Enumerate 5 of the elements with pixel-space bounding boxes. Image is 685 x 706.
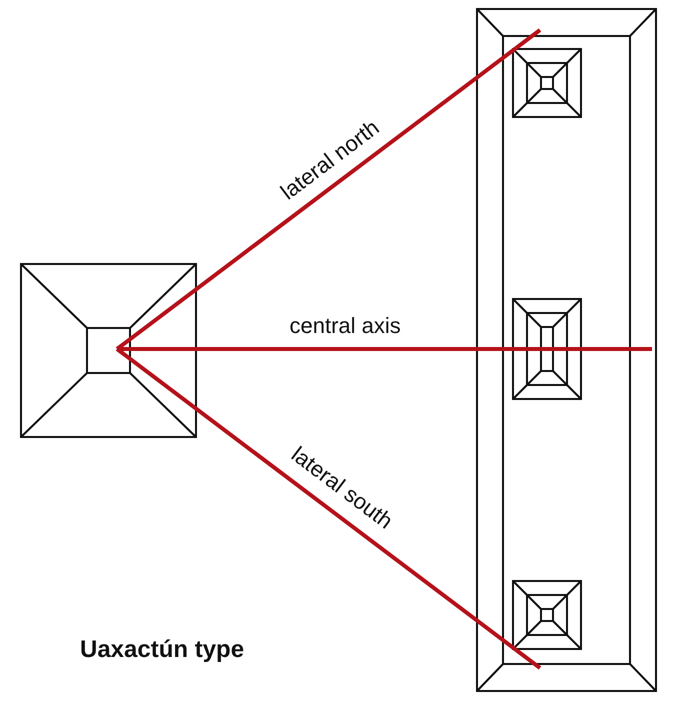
edge-label: central axis	[290, 313, 401, 339]
sight-line	[116, 347, 518, 652]
type-caption: Uaxactún type	[80, 636, 244, 664]
sight-line	[117, 347, 582, 351]
sight-line	[116, 46, 518, 351]
